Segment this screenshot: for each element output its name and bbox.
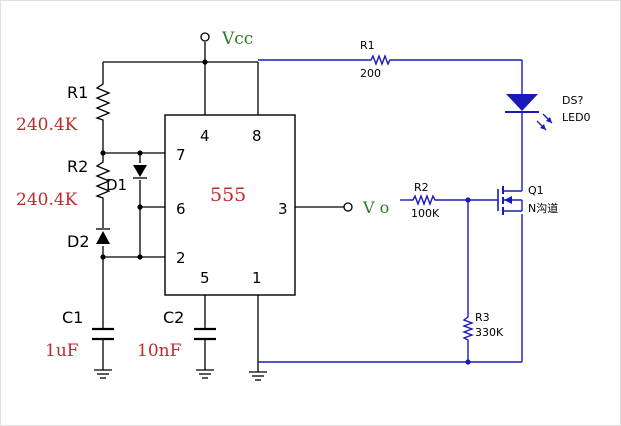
c2-designator: C2 <box>163 308 184 327</box>
ic-pin-2: 2 <box>176 249 186 267</box>
ic-pin-8: 8 <box>252 127 262 145</box>
led-designator: DS? <box>562 94 583 107</box>
c1-ground-icon <box>94 369 112 379</box>
ic-pin-3: 3 <box>278 200 288 218</box>
r3-designator: R3 <box>475 311 490 324</box>
c2-ground-icon <box>196 369 214 379</box>
q1-value: N沟道 <box>528 201 558 215</box>
r2-left-resistor <box>95 158 111 200</box>
led-value: LED0 <box>562 111 591 124</box>
c1-value: 1uF <box>45 341 79 361</box>
r2-right-designator: R2 <box>414 181 429 194</box>
led-icon <box>505 94 553 131</box>
right-wiring <box>258 59 523 365</box>
r2-right-resistor <box>410 194 438 206</box>
ic-ground-icon <box>249 371 267 381</box>
r1-left-value: 240.4K <box>16 115 78 135</box>
vo-terminal <box>343 202 353 212</box>
vcc-terminal <box>200 32 210 42</box>
ic-pin-1: 1 <box>252 269 262 287</box>
r1-left-designator: R1 <box>67 83 88 102</box>
d2-diode <box>96 228 110 244</box>
r1-right-designator: R1 <box>360 39 375 52</box>
r2-right-value: 100K <box>411 207 440 220</box>
q1-mosfet-icon <box>497 186 523 215</box>
d1-designator: D1 <box>106 176 127 194</box>
r1-right-value: 200 <box>360 67 381 80</box>
r3-resistor <box>462 314 474 342</box>
ic-pin-7: 7 <box>176 146 186 164</box>
d2-designator: D2 <box>67 232 90 251</box>
r1-right-resistor <box>368 54 393 66</box>
q1-designator: Q1 <box>528 184 544 197</box>
vo-label: V o <box>362 198 389 217</box>
vcc-label: Vcc <box>221 29 253 49</box>
r1-left-resistor <box>95 80 111 124</box>
ic-pin-6: 6 <box>176 200 186 218</box>
c2-capacitor <box>194 327 216 341</box>
ic-555-body <box>164 114 296 296</box>
ic-pin-5: 5 <box>200 269 210 287</box>
ic-pin-4: 4 <box>200 127 210 145</box>
c1-capacitor <box>92 327 114 341</box>
left-wiring <box>100 42 344 372</box>
c2-value: 10nF <box>137 341 182 361</box>
r3-value: 330K <box>475 326 504 339</box>
d1-diode <box>133 165 147 179</box>
c1-designator: C1 <box>62 308 83 327</box>
r2-left-value: 240.4K <box>16 190 78 210</box>
r2-left-designator: R2 <box>67 157 88 176</box>
ic-555-name: 555 <box>210 184 246 206</box>
